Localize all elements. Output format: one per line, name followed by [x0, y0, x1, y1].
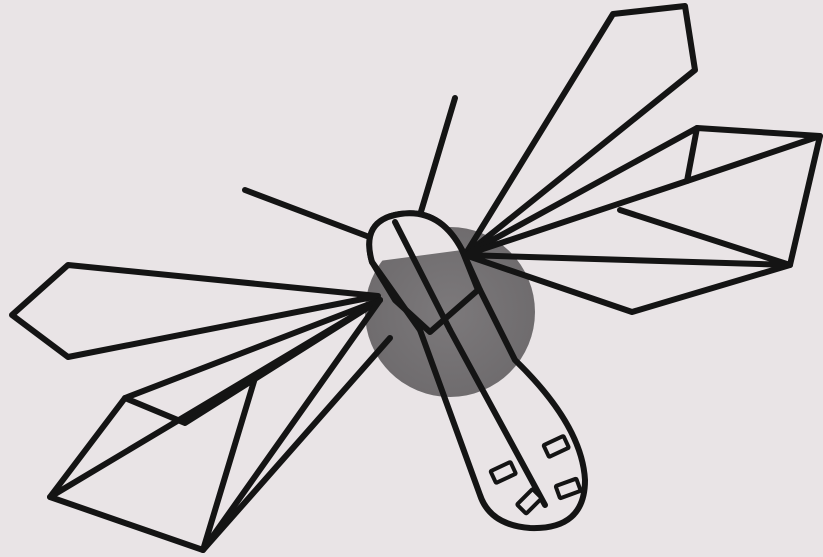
wing-lower-left-vein-4 — [203, 300, 380, 550]
wing-lower-right-vein-4 — [620, 210, 790, 265]
antenna-left — [245, 190, 372, 238]
abdomen-mark-2 — [490, 462, 515, 483]
wing-lower-right-vein-2 — [687, 136, 820, 181]
abdomen-mark-3 — [556, 479, 581, 499]
wing-upper-left — [12, 265, 378, 357]
antenna-right — [420, 98, 455, 215]
abdomen-mark-4 — [517, 489, 542, 514]
wing-lower-left — [50, 300, 390, 550]
abdomen-mark-1 — [543, 436, 568, 457]
